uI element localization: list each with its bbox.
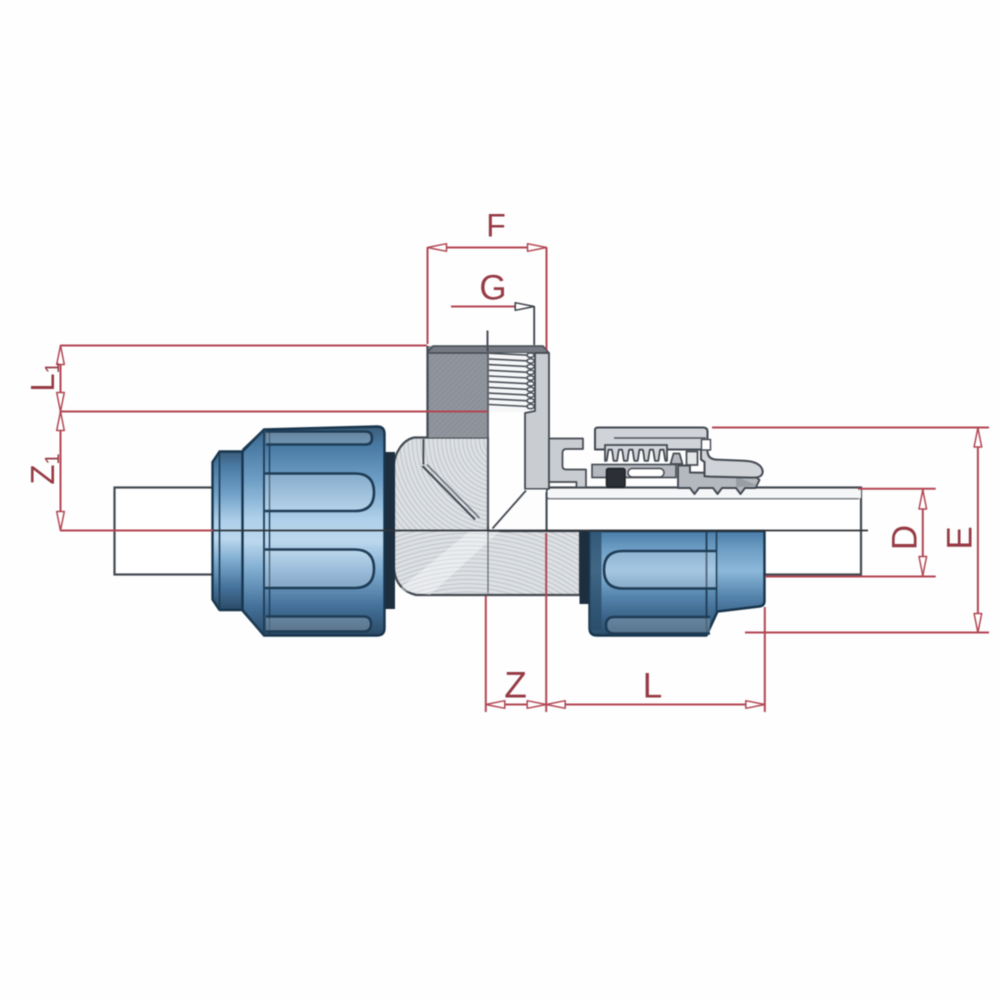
svg-text:G: G	[479, 269, 506, 308]
svg-text:Z: Z	[504, 665, 527, 706]
svg-text:D: D	[886, 525, 925, 550]
svg-text:F: F	[486, 208, 506, 244]
svg-text:L: L	[643, 667, 662, 706]
svg-text:E: E	[941, 526, 980, 549]
